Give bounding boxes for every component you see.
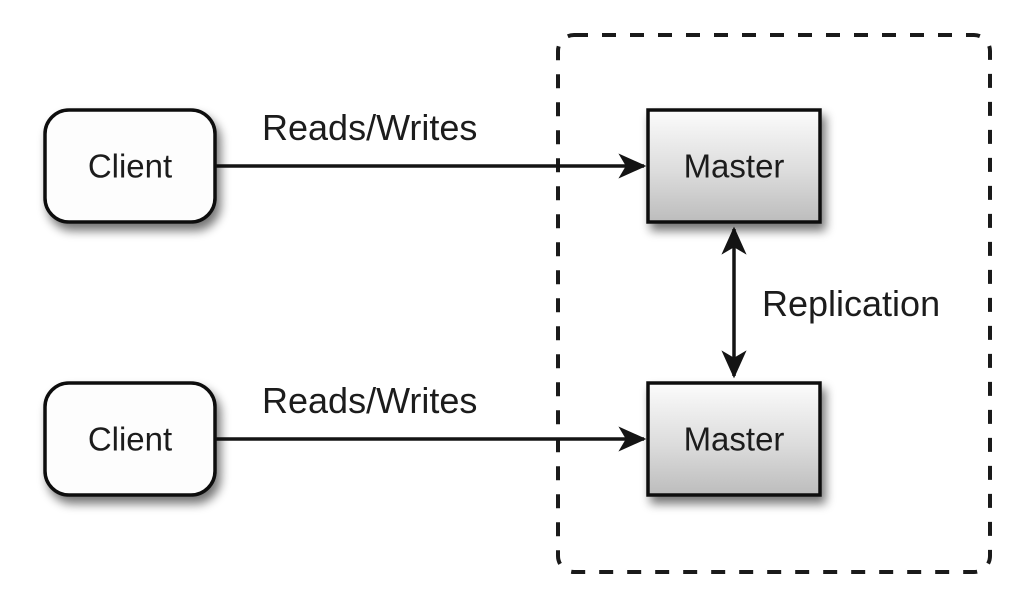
node-client-bottom[interactable] [43,381,217,497]
client-bottom-shape [43,381,217,497]
master-top-shape [646,108,822,224]
client-top-shape [43,108,217,224]
replication-cluster-boundary [556,33,992,574]
node-client-top[interactable] [43,108,217,224]
master-bottom-label: Master [684,421,785,458]
edge-label-reads-writes-bottom: Reads/Writes [262,380,477,421]
client-top-label: Client [88,148,172,185]
node-master-top[interactable] [646,108,822,224]
node-master-bottom[interactable] [646,381,822,497]
edge-label-reads-writes-top: Reads/Writes [262,107,477,148]
master-top-label: Master [684,148,785,185]
master-bottom-shape [646,381,822,497]
edge-label-replication: Replication [762,283,940,324]
client-bottom-label: Client [88,421,172,458]
